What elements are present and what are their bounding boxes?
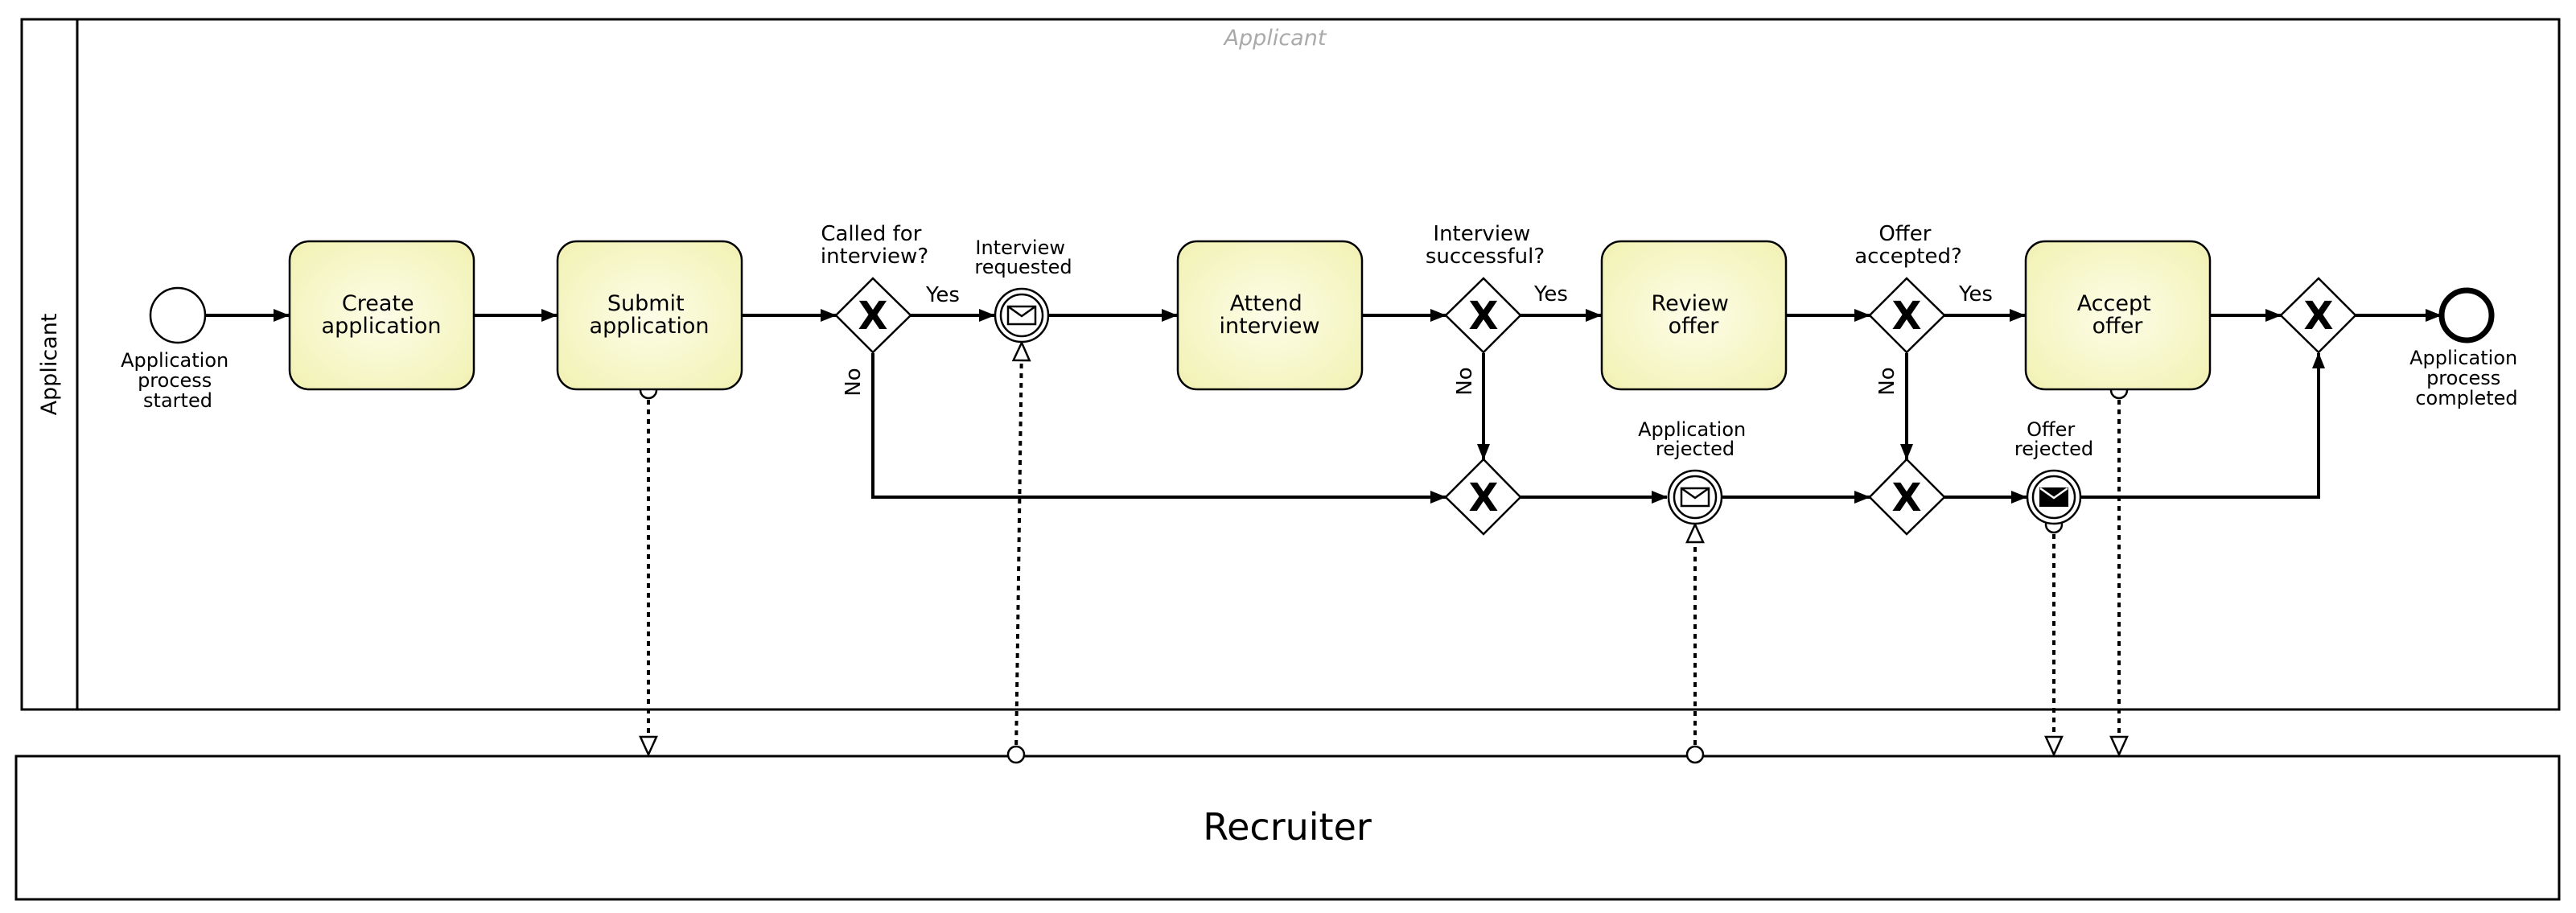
task-create-application[interactable]: Create application <box>288 240 475 391</box>
flow-label-yes-successful: Yes <box>1533 282 1568 306</box>
sequence-flows <box>205 309 2442 504</box>
task-create-label: Create application <box>322 291 442 339</box>
gateway-offer-accepted[interactable]: X <box>1868 277 1946 354</box>
task-submit-label: Submit application <box>590 291 710 339</box>
task-submit-application[interactable]: Submit application <box>556 240 743 391</box>
flow-label-no-accepted: No <box>1875 367 1899 395</box>
gateway-marker-x: X <box>1468 475 1498 520</box>
recruiter-label: Recruiter <box>1203 805 1372 849</box>
task-review-label: Review offer <box>1652 291 1736 339</box>
task-accept-label: Accept offer <box>2077 291 2158 339</box>
event-interview-requested[interactable] <box>994 287 1050 343</box>
flow-label-no-called: No <box>842 368 866 396</box>
lane-label: Applicant <box>37 314 62 416</box>
task-attend-interview[interactable]: Attend interview <box>1176 240 1364 391</box>
gateway-marker-x: X <box>858 294 887 339</box>
envelope-filled-icon <box>2039 487 2068 507</box>
recruiter-pool <box>14 755 2561 901</box>
gateway-interview-successful[interactable]: X <box>1444 277 1522 354</box>
gateway-merge-rejection-1[interactable]: X <box>1444 458 1522 536</box>
pool-title: Applicant <box>1223 26 1327 51</box>
flow-label-yes-called: Yes <box>925 283 960 307</box>
gateway-merge-rejection-2[interactable]: X <box>1868 458 1946 536</box>
gateway-called-for-interview[interactable]: X <box>834 277 912 354</box>
start-event-label: Application process started <box>121 349 235 412</box>
gateway-merge-end[interactable]: X <box>2279 277 2357 354</box>
flow-label-no-successful: No <box>1453 367 1477 395</box>
gateway-marker-x: X <box>1468 294 1498 339</box>
flow-gw1-no <box>871 353 1446 504</box>
task-review-offer[interactable]: Review offer <box>1600 240 1788 391</box>
gateway-called-label: Called for interview? <box>821 222 928 269</box>
envelope-icon <box>1006 305 1037 326</box>
message-flows <box>648 343 2119 755</box>
event-interview-requested-label: Interview requested <box>974 236 1072 278</box>
task-accept-offer[interactable]: Accept offer <box>2024 240 2212 391</box>
gateway-marker-x: X <box>1891 475 1921 520</box>
event-offer-rejected[interactable] <box>2026 469 2082 525</box>
msg-recruiter-to-interview-requested <box>1016 343 1022 755</box>
task-attend-label: Attend interview <box>1219 291 1319 339</box>
envelope-icon <box>1680 487 1710 508</box>
event-offer-rejected-label: Offer rejected <box>2014 418 2093 460</box>
event-application-rejected[interactable] <box>1667 469 1723 525</box>
end-event-label: Application process completed <box>2409 347 2524 409</box>
gateway-marker-x: X <box>1891 294 1921 339</box>
gateway-accepted-label: Offer accepted? <box>1854 222 1962 269</box>
flow-label-yes-accepted: Yes <box>1958 282 1993 306</box>
flow-offer-rejected-gwmerge <box>2081 352 2325 499</box>
gateway-marker-x: X <box>2303 294 2333 339</box>
gateway-successful-label: Interview successful? <box>1426 222 1545 269</box>
end-event[interactable] <box>2438 287 2495 343</box>
event-application-rejected-label: Application rejected <box>1638 418 1752 460</box>
start-event[interactable] <box>149 286 207 344</box>
